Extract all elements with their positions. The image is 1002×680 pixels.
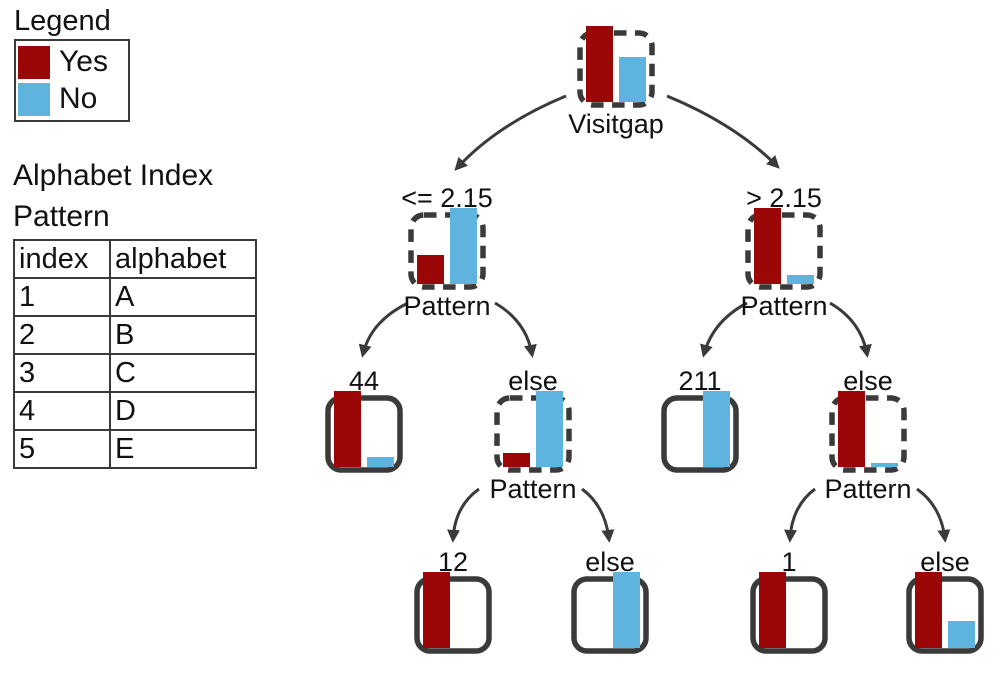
edge-label-12: 12 (438, 547, 468, 577)
node-label-pattern: Pattern (740, 291, 827, 321)
cell-index: 3 (13, 353, 111, 393)
edge-label-else: else (920, 547, 970, 577)
no-bar (536, 391, 563, 467)
edge-elseL-to-12 (447, 487, 480, 543)
header-alphabet: alphabet (109, 239, 257, 279)
edge-gt-to-else (829, 301, 872, 358)
alphabet-index-section: Alphabet Index Pattern index alphabet 1 … (13, 155, 257, 469)
cell-alphabet: E (109, 429, 257, 469)
no-color-swatch (18, 82, 50, 116)
yes-bar (838, 391, 865, 467)
no-bar (619, 57, 646, 102)
edge-label-else: else (585, 547, 635, 577)
edge-label-211: 211 (678, 366, 721, 396)
legend-item-no: No (18, 82, 128, 116)
tree-node-else-ll: else (571, 547, 649, 654)
edge-label-1: 1 (781, 547, 796, 577)
no-bar (367, 457, 394, 467)
edge-label-44: 44 (349, 366, 379, 396)
edge-le-to-44 (358, 301, 409, 358)
legend-label-no: No (59, 82, 98, 115)
edge-gt-to-211 (700, 301, 748, 358)
table-header-row: index alphabet (13, 239, 257, 279)
table-row: 2 B (13, 315, 257, 355)
edge-elseL-to-else (581, 487, 615, 543)
edge-label-else: else (508, 366, 558, 396)
yes-color-swatch (18, 45, 50, 79)
cell-alphabet: A (109, 277, 257, 317)
yes-bar (334, 391, 361, 467)
tree-node-else-left: else Pattern (489, 366, 576, 504)
tree-node-211: 211 (661, 366, 739, 473)
yes-bar (754, 208, 781, 284)
tree-node-else-right: else Pattern (824, 366, 911, 504)
tree-node-else-rr: else (906, 547, 984, 654)
legend-box: Yes No (14, 39, 130, 122)
no-bar (703, 391, 730, 467)
node-label-pattern: Pattern (489, 474, 576, 504)
table-row: 5 E (13, 429, 257, 469)
no-bar (450, 208, 477, 284)
tree-node-12: 12 (414, 547, 492, 654)
tree-node-le-215: <= 2.15 Pattern (401, 183, 493, 321)
node-label-pattern: Pattern (824, 474, 911, 504)
edge-elseR-to-else (916, 487, 951, 543)
node-label-pattern: Pattern (403, 291, 490, 321)
table-row: 3 C (13, 353, 257, 393)
cell-alphabet: B (109, 315, 257, 355)
tree-node-gt-215: > 2.15 Pattern (740, 183, 827, 321)
cell-index: 5 (13, 429, 111, 469)
no-bar (613, 572, 640, 648)
cell-index: 1 (13, 277, 111, 317)
edge-elseR-to-1 (784, 487, 816, 543)
cell-alphabet: C (109, 353, 257, 393)
alphabet-index-title-line2: Pattern (13, 200, 110, 233)
legend-title: Legend (14, 5, 111, 37)
edge-root-to-le (454, 94, 567, 171)
no-bar (787, 275, 814, 284)
header-index: index (13, 239, 111, 279)
yes-bar (759, 572, 786, 648)
table-row: 1 A (13, 277, 257, 317)
tree-node-44: 44 (325, 366, 403, 473)
edge-label-le-215: <= 2.15 (401, 183, 493, 213)
tree-node-1: 1 (750, 547, 828, 654)
yes-bar (503, 453, 530, 467)
edge-label-gt-215: > 2.15 (746, 183, 822, 213)
no-bar (871, 463, 898, 467)
alphabet-index-table: index alphabet 1 A 2 B 3 C 4 (13, 239, 257, 469)
yes-bar (423, 572, 450, 648)
yes-bar (915, 572, 942, 648)
edge-root-to-gt (666, 94, 780, 169)
cell-index: 4 (13, 391, 111, 431)
tree-node-root: Visitgap (568, 26, 664, 139)
edge-label-else: else (843, 366, 893, 396)
edge-le-to-else (494, 301, 537, 358)
cell-index: 2 (13, 315, 111, 355)
no-bar (948, 621, 975, 648)
table-row: 4 D (13, 391, 257, 431)
yes-bar (586, 26, 613, 102)
legend-item-yes: Yes (18, 45, 128, 79)
legend-label-yes: Yes (59, 45, 108, 78)
legend: Legend Yes No (14, 5, 130, 122)
yes-bar (417, 255, 444, 284)
alphabet-index-title-line1: Alphabet Index (13, 159, 214, 192)
cell-alphabet: D (109, 391, 257, 431)
node-label-visitgap: Visitgap (568, 109, 664, 139)
